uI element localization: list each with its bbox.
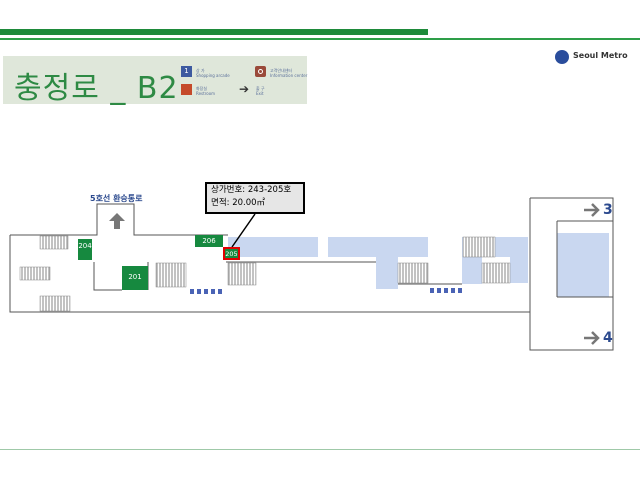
legend-info-en: Information center <box>270 73 308 78</box>
store-201[interactable]: 201 <box>122 266 148 290</box>
legend-shopping-ko: 상 가 <box>196 68 205 73</box>
store-info-callout: 상가번호: 243-205호 면적: 20.00㎡ <box>205 182 305 214</box>
exit-3-label: 3 <box>603 202 613 218</box>
callout-pointer <box>231 213 256 248</box>
legend-info-ko: 고객안내센터 <box>270 68 293 73</box>
exit-4-arrow-icon <box>584 331 600 345</box>
shopping-icon: 1 <box>181 66 192 77</box>
stairs <box>19 235 511 312</box>
store-206[interactable]: 206 <box>195 235 223 247</box>
legend-toilet-en: Restroom <box>196 91 216 96</box>
callout-shop-number: 상가번호: 243-205호 <box>211 185 292 195</box>
exit-arrow-icon: ➔ <box>239 82 250 96</box>
store-205-highlighted[interactable]: 205 <box>223 247 240 260</box>
exit-4-label: 4 <box>603 330 613 346</box>
store-204[interactable]: 204 <box>78 239 92 260</box>
brand-name: Seoul Metro <box>573 51 628 60</box>
title-panel <box>3 56 307 104</box>
header-divider <box>0 38 640 40</box>
legend-shopping-en: Shopping arcade <box>196 73 230 78</box>
walls <box>9 197 614 351</box>
legend-toilet-ko: 화장실 <box>196 86 208 91</box>
corridor-area <box>228 233 609 297</box>
legend-exit-en: Exit <box>256 91 264 96</box>
transfer-passage-label: 5호선 환승통로 <box>90 194 143 203</box>
seoul-metro-logo-icon <box>555 50 569 64</box>
header-accent-bar <box>0 29 428 35</box>
restroom-icon <box>181 84 192 95</box>
exit-3-arrow-icon <box>584 203 600 217</box>
legend-exit-ko: 출 구 <box>256 86 265 91</box>
footer-divider <box>0 449 640 450</box>
station-title: 충정로 _ B2 <box>14 71 179 106</box>
info-center-icon <box>255 66 266 77</box>
fare-gates <box>190 288 462 294</box>
callout-area: 면적: 20.00㎡ <box>211 198 266 208</box>
up-arrow-icon <box>109 213 125 229</box>
